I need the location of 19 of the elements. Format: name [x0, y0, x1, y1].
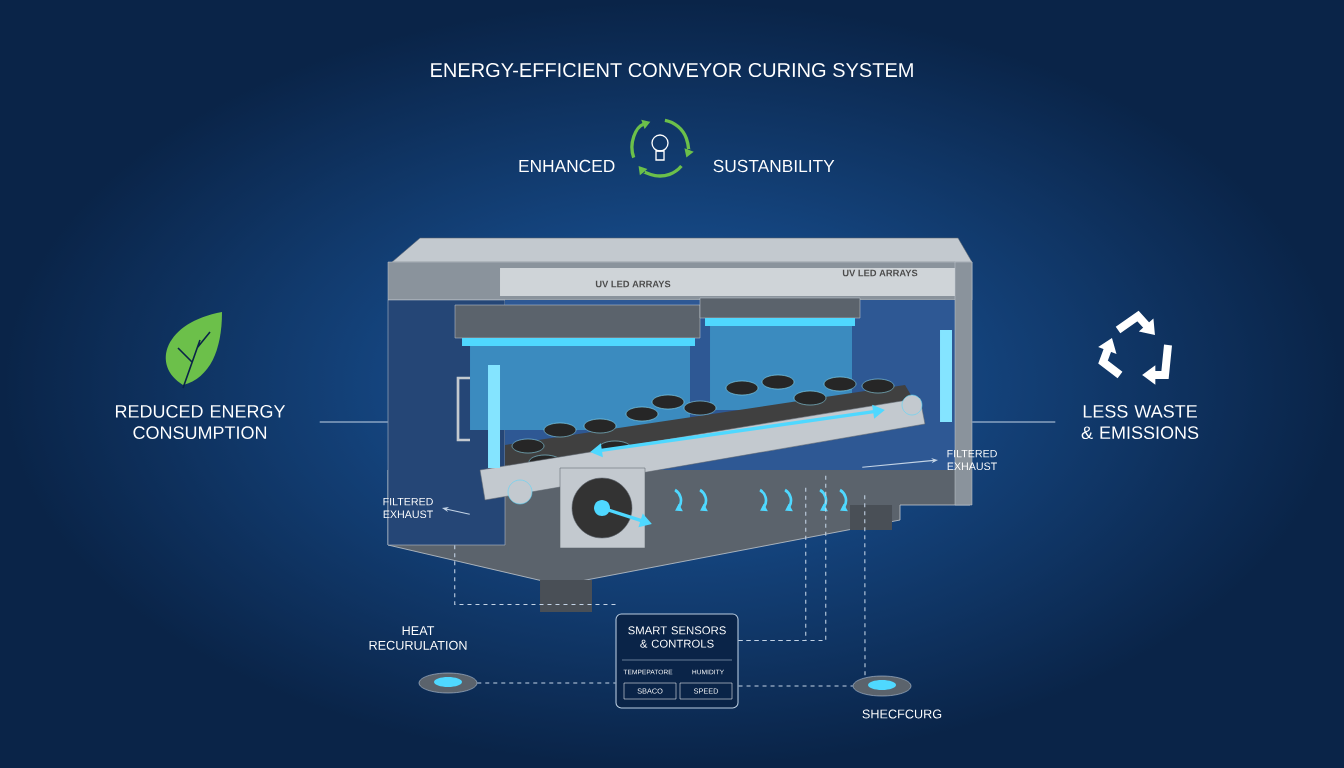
puck-caption: SHECFCURG	[862, 709, 942, 719]
label: SUSTANBILITY	[713, 159, 835, 173]
leader-line	[319, 421, 389, 423]
connector-line	[864, 494, 866, 677]
title: ENERGY-EFFICIENT CONVEYOR CURING SYSTEM	[431, 62, 913, 78]
puck-caption: HEAT RECURULATION	[369, 626, 467, 650]
label: UV LED ARRAYS	[842, 269, 918, 277]
sensor-puck	[852, 675, 912, 697]
callout-text: FILTERED EXHAUST	[383, 497, 433, 519]
callout-text: FILTERED EXHAUST	[947, 449, 997, 471]
leader-line	[971, 421, 1056, 423]
label: ENHANCED	[519, 159, 615, 173]
benefit-text: LESS WASTE & EMISSIONS	[1081, 404, 1199, 440]
label: UV LED ARRAYS	[595, 280, 671, 288]
panel-title: SMART SENSORS & CONTROLS	[628, 626, 726, 648]
connector-line	[738, 685, 854, 687]
connector-line	[738, 486, 807, 641]
benefit-text: REDUCED ENERGY CONSUMPTION	[116, 404, 286, 440]
sensor-puck	[418, 672, 478, 694]
